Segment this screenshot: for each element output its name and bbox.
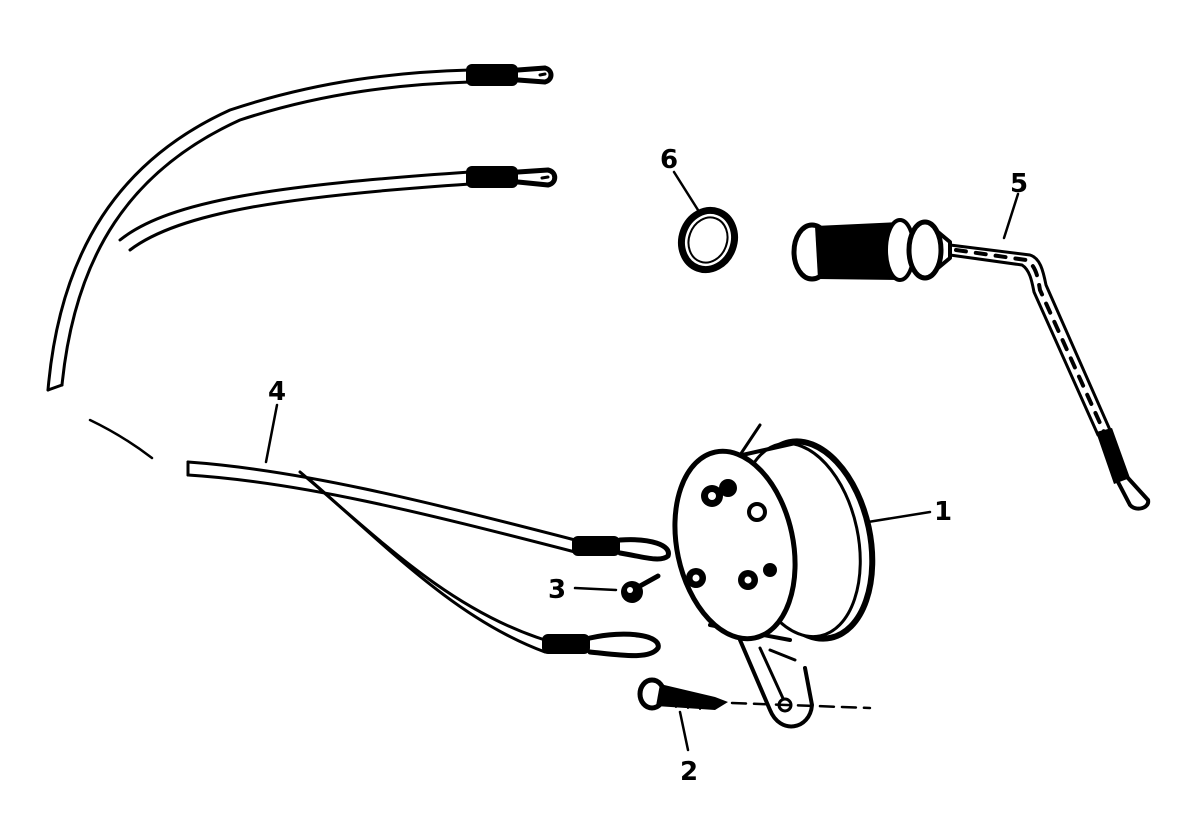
part-1-switch [672,423,876,729]
part-5-indicator-lamp [791,218,1151,511]
break-line [88,418,154,460]
callout-4: 4 [268,377,286,407]
upper-terminal-bottom [466,166,558,188]
callout-2: 2 [680,757,698,787]
callout-1: 1 [934,497,952,527]
upper-terminal-top [466,64,554,86]
part-2-mounting-screw [637,677,872,711]
part-4-wire-harness [186,460,671,659]
upper-wire-harness [46,64,558,392]
callout-6: 6 [660,145,678,175]
part-3-terminal-screw [621,573,661,603]
callout-3: 3 [548,575,566,605]
leader-lines [264,170,1020,752]
callout-5: 5 [1010,169,1028,199]
part-6-o-ring [678,206,738,274]
